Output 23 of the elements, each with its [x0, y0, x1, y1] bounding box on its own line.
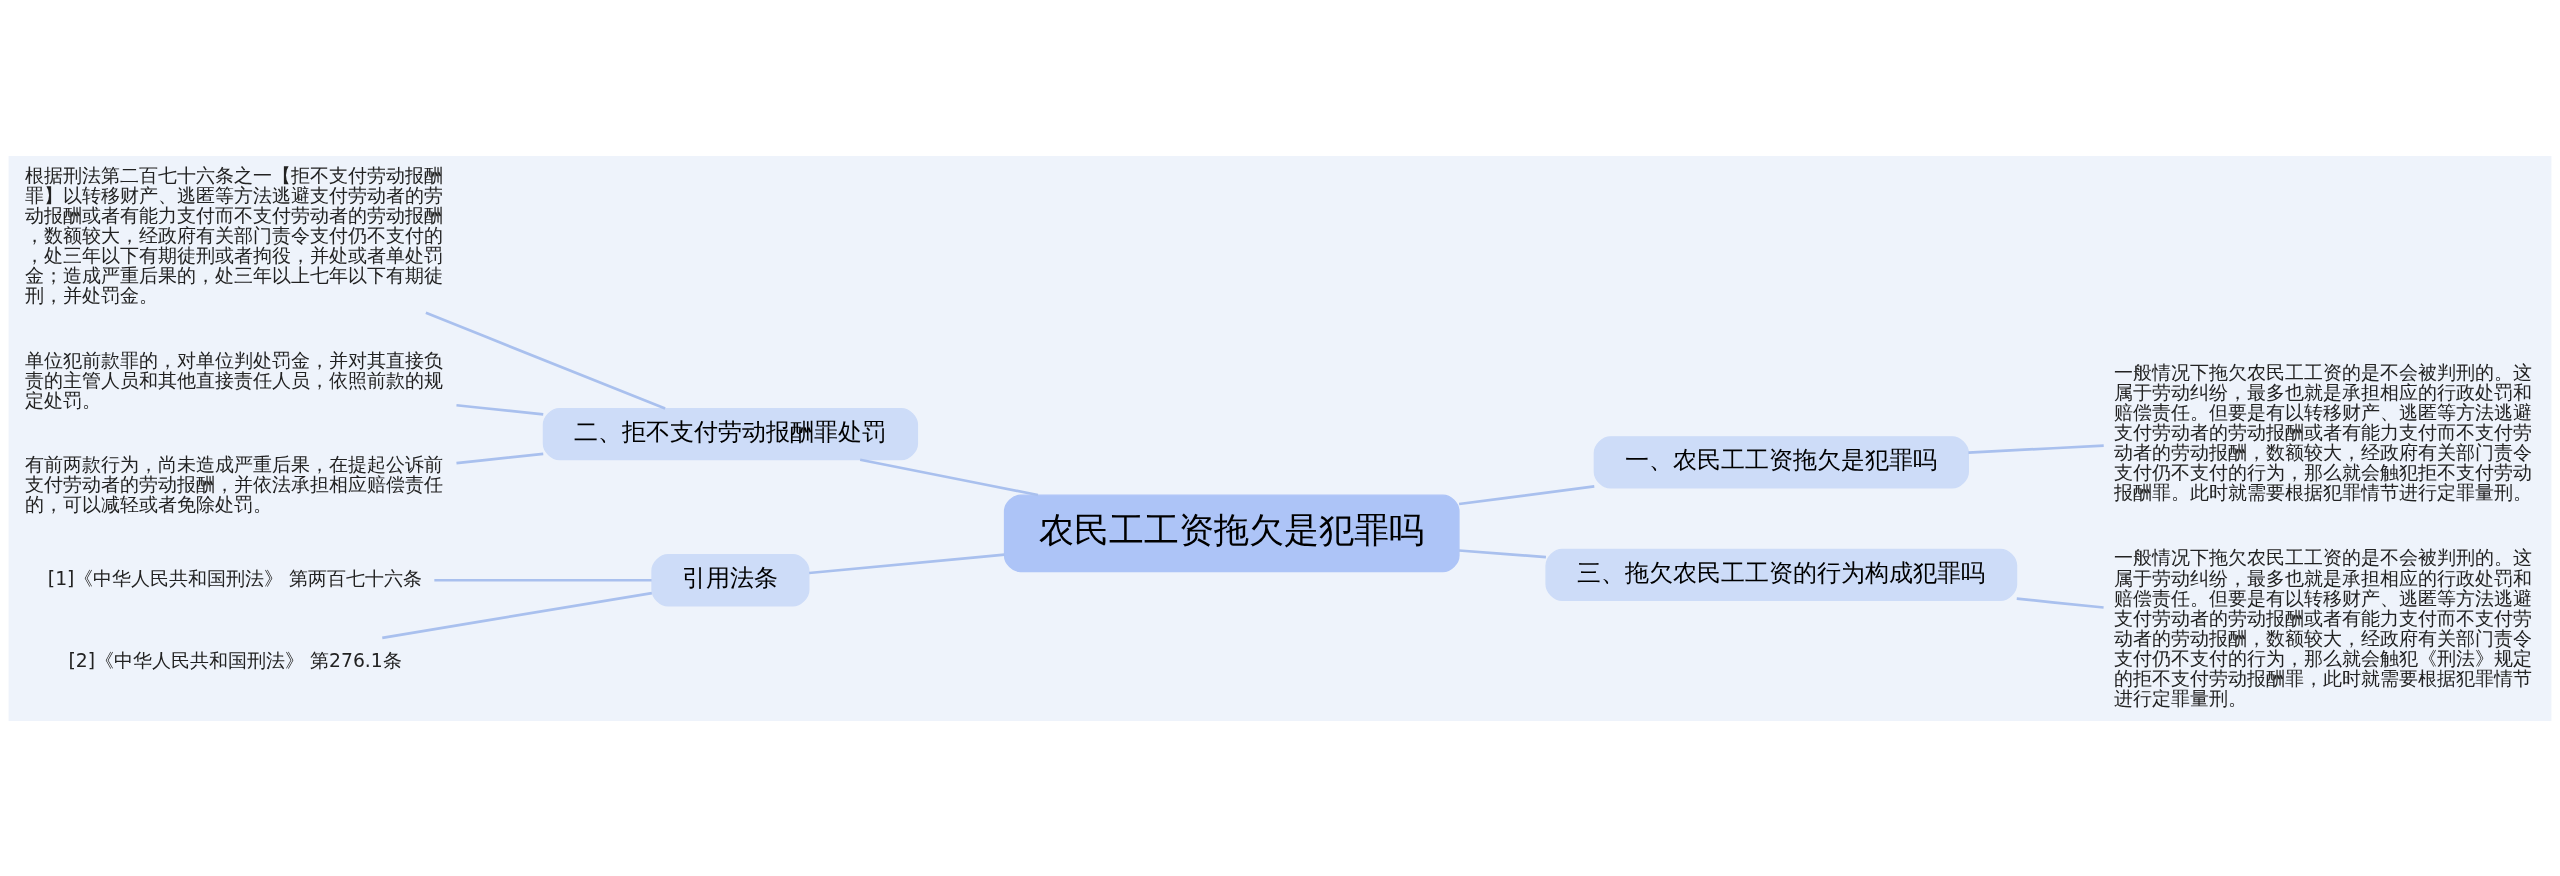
connector — [456, 452, 544, 464]
node-box: 农民工工资拖欠是犯罪吗 — [1003, 493, 1460, 572]
connector — [425, 311, 666, 410]
connector — [1968, 443, 2104, 454]
connector — [1458, 484, 1595, 505]
node-text: 单位犯前款罪的，对单位判处罚金，并对其直接负责的主管人员和其他直接责任人员，依照前款的规定处罚。 — [24, 349, 443, 411]
connector — [859, 457, 1039, 496]
connector — [434, 578, 652, 582]
connector — [1458, 548, 1547, 558]
connector — [809, 552, 1005, 574]
node-text: 一般情况下拖欠农民工工资的是不会被判刑的。这属于劳动纠纷，最多也就是承担相应的行政处罚和赔偿责任。但要是有以转移财产、逃匿等方法逃避支付劳动者的劳动报酬或者有能力支付而不支付劳动者的劳动报酬，数额较大，经政府有关部门责令支付仍不支付的行为，那么就会触犯《刑法》规定的拒不支付劳动报酬罪，此时就需要根据犯罪情节进行定罪量刑。 — [2114, 546, 2533, 709]
node-box: 三、拖欠农民工工资的行为构成犯罪吗 — [1545, 548, 2018, 601]
node-text: [1]《中华人民共和国刑法》 第两百七十六条 — [47, 567, 423, 589]
connector — [382, 591, 653, 639]
node-text: 根据刑法第二百七十六条之一【拒不支付劳动报酬罪】以转移财产、逃匿等方法逃避支付劳动者的劳动报酬或者有能力支付而不支付劳动者的劳动报酬，数额较大，经政府有关部门责令支付仍不支付的，处三年以下有期徒刑或者拘役，并处或者单处罚金；造成严重后果的，处三年以上七年以下有期徒刑，并处罚金。 — [24, 164, 443, 306]
node-box: 引用法条 — [651, 553, 810, 606]
node-text: 一般情况下拖欠农民工工资的是不会被判刑的。这属于劳动纠纷，最多也就是承担相应的行政处罚和赔偿责任。但要是有以转移财产、逃匿等方法逃避支付劳动者的劳动报酬或者有能力支付而不支付劳动者的劳动报酬，数额较大，经政府有关部门责令支付仍不支付的行为，那么就会触犯拒不支付劳动报酬罪。此时就需要根据犯罪情节进行定罪量刑。 — [2114, 361, 2533, 503]
node-box: 二、拒不支付劳动报酬罪处罚 — [542, 407, 919, 460]
node-box: 一、农民工工资拖欠是犯罪吗 — [1593, 435, 1969, 488]
connector — [2016, 596, 2104, 609]
node-text: 有前两款行为，尚未造成严重后果，在提起公诉前支付劳动者的劳动报酬，并依法承担相应赔偿责任的，可以减轻或者免除处罚。 — [24, 453, 443, 515]
connector — [456, 403, 544, 416]
node-text: [2]《中华人民共和国刑法》 第276.1条 — [68, 649, 402, 671]
